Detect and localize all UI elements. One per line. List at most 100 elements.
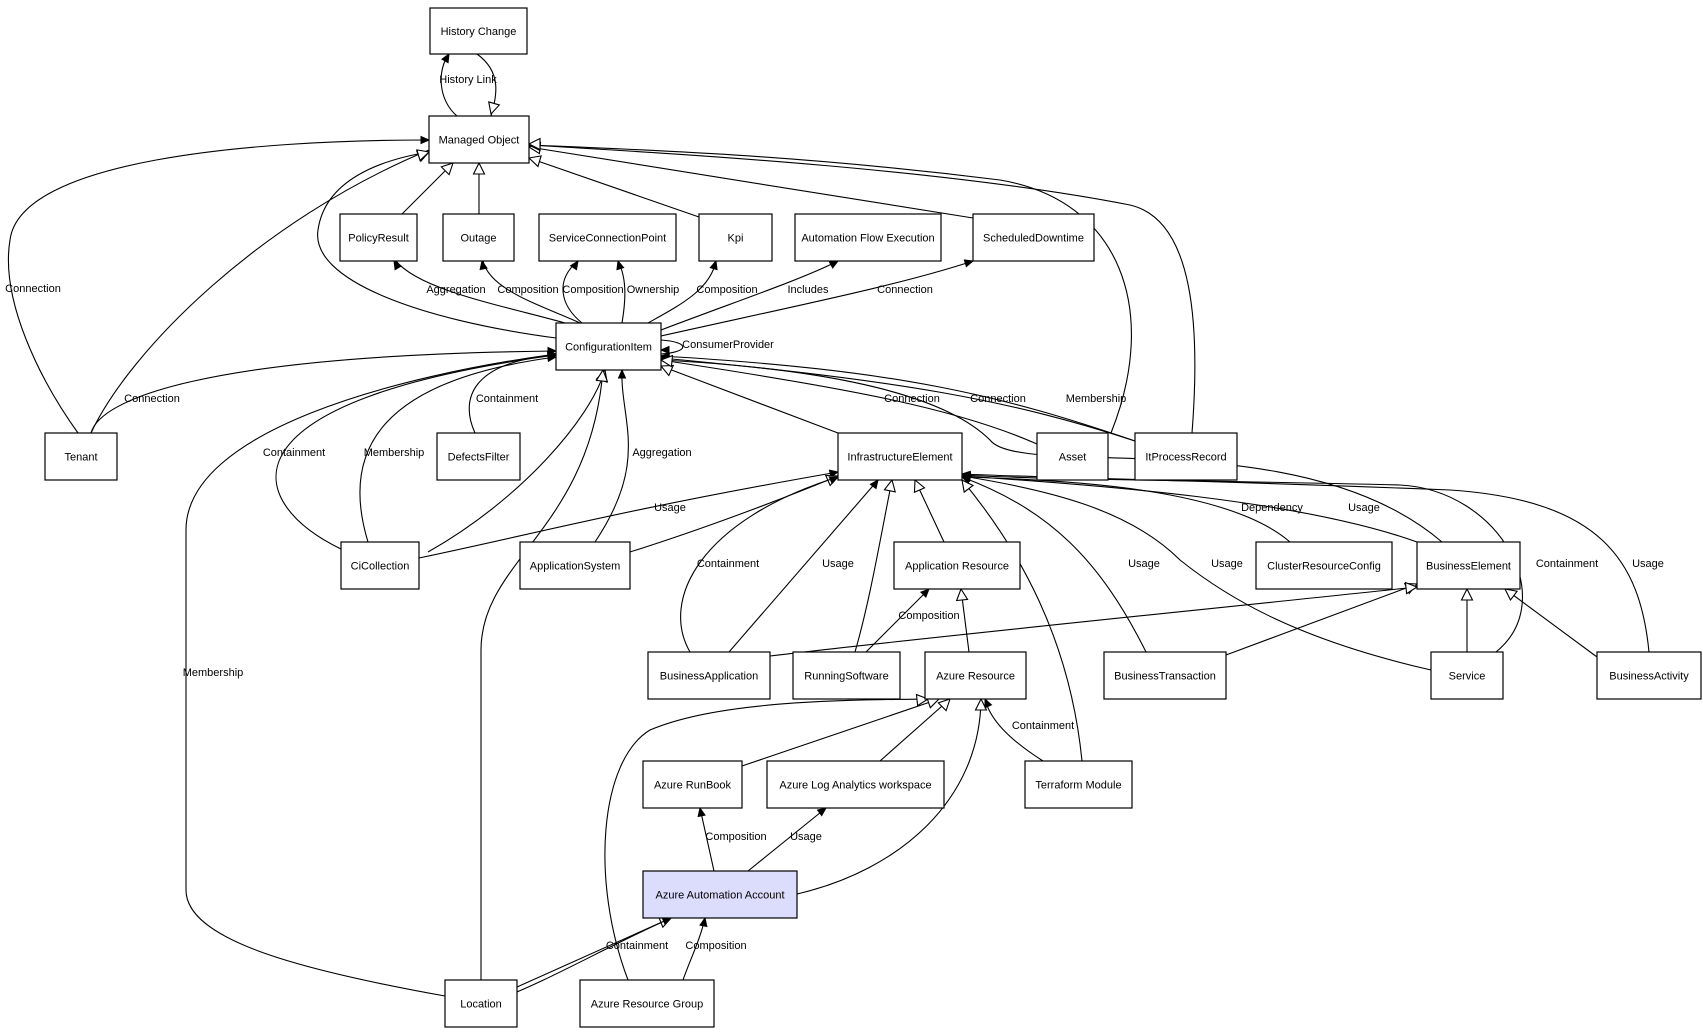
node-label: Outage <box>460 233 496 245</box>
edge-e50 <box>955 587 970 653</box>
class-node-asset[interactable]: Asset <box>1036 432 1109 481</box>
edge-label: Usage <box>822 558 854 570</box>
class-node-scheduled-downtime[interactable]: ScheduledDowntime <box>972 213 1095 262</box>
inheritance-arrowhead <box>527 137 541 151</box>
class-node-business-app[interactable]: BusinessApplication <box>647 651 771 700</box>
class-node-location[interactable]: Location <box>444 979 518 1028</box>
edge-line <box>317 151 557 339</box>
edge-label: Containment <box>1012 720 1074 732</box>
edge-line <box>961 475 1432 671</box>
class-node-log-analytics[interactable]: Azure Log Analytics workspace <box>766 760 945 809</box>
node-label: ServiceConnectionPoint <box>549 233 666 245</box>
node-box <box>442 213 515 262</box>
node-label: Asset <box>1059 452 1087 464</box>
association-arrowhead <box>479 259 488 271</box>
edge-line <box>961 479 1083 762</box>
class-node-itprocess[interactable]: ItProcessRecord <box>1134 432 1238 481</box>
class-node-history-change[interactable]: History Change <box>429 7 528 55</box>
class-node-tenant[interactable]: Tenant <box>44 432 118 481</box>
association-arrowhead <box>616 259 625 271</box>
node-box <box>519 541 631 590</box>
class-node-ci[interactable]: ConfigurationItem <box>555 322 662 371</box>
edge-e03 <box>401 162 454 215</box>
edge-line <box>401 162 454 215</box>
edge-label: Usage <box>1211 558 1243 570</box>
node-box <box>1596 651 1702 700</box>
node-label: History Change <box>441 26 517 38</box>
edge-e41: Dependency <box>960 473 1303 543</box>
edge-line <box>7 139 430 434</box>
class-node-terraform[interactable]: Terraform Module <box>1024 760 1133 809</box>
class-node-azure-resource[interactable]: Azure Resource <box>924 651 1027 700</box>
association-arrowhead <box>984 697 993 709</box>
class-node-running-sw[interactable]: RunningSoftware <box>792 651 901 700</box>
class-node-service[interactable]: Service <box>1430 651 1504 700</box>
node-box <box>698 213 773 262</box>
edge-e61: Composition <box>682 916 747 981</box>
class-node-outage[interactable]: Outage <box>442 213 515 262</box>
class-node-app-resource[interactable]: Application Resource <box>893 541 1021 590</box>
node-label: BusinessElement <box>1426 561 1511 573</box>
edge-label: Composition <box>898 610 959 622</box>
edge-line <box>961 476 1147 653</box>
class-node-crc[interactable]: ClusterResourceConfig <box>1255 541 1393 590</box>
class-node-business-activity[interactable]: BusinessActivity <box>1596 651 1702 700</box>
node-label: Azure Resource <box>936 671 1015 683</box>
edge-e15: Ownership <box>616 259 679 324</box>
inheritance-arrowhead <box>595 368 609 383</box>
class-node-policy-result[interactable]: PolicyResult <box>339 213 418 262</box>
association-arrowhead <box>828 260 840 269</box>
edge-line <box>961 475 1418 543</box>
node-box <box>429 7 528 55</box>
edge-line <box>90 350 557 434</box>
edge-line <box>528 146 974 219</box>
edge-e30 <box>659 354 1443 543</box>
node-label: Azure Log Analytics workspace <box>779 780 931 792</box>
edge-label: Containment <box>697 558 759 570</box>
inheritance-arrowhead <box>488 101 501 116</box>
edge-line <box>660 365 839 434</box>
node-label: Application Resource <box>905 561 1009 573</box>
inheritance-arrowhead <box>915 693 930 707</box>
edge-e52 <box>741 696 941 767</box>
edge-label: Composition <box>696 284 757 296</box>
class-node-kpi[interactable]: Kpi <box>698 213 773 262</box>
edge-e12: Aggregation <box>393 259 566 324</box>
node-box <box>1416 541 1521 590</box>
class-node-cicollection[interactable]: CiCollection <box>340 541 420 590</box>
class-node-automation-account[interactable]: Azure Automation Account <box>642 870 798 919</box>
class-node-afe[interactable]: Automation Flow Execution <box>794 213 942 262</box>
class-node-managed-object[interactable]: Managed Object <box>428 115 530 164</box>
edge-e08: Connection <box>5 135 431 434</box>
class-node-defects-filter[interactable]: DefectsFilter <box>436 432 521 481</box>
association-arrowhead <box>393 259 403 271</box>
node-box <box>579 979 715 1028</box>
edge-line <box>879 698 951 762</box>
class-node-scp[interactable]: ServiceConnectionPoint <box>538 213 677 262</box>
class-node-appsystem[interactable]: ApplicationSystem <box>519 541 631 590</box>
node-label: ConfigurationItem <box>565 342 652 354</box>
edge-label: Composition <box>497 284 558 296</box>
edge-e31: Membership <box>183 350 558 997</box>
edge-line <box>699 807 715 872</box>
edge-e47 <box>769 581 1419 657</box>
edge-label: ConsumerProvider <box>682 339 774 351</box>
edge-e16: Composition <box>647 259 758 324</box>
class-node-runbook[interactable]: Azure RunBook <box>642 760 743 809</box>
edge-e06 <box>527 141 974 219</box>
association-arrowhead <box>617 368 627 379</box>
node-box <box>794 213 942 262</box>
edge-label: Aggregation <box>426 284 485 296</box>
inheritance-arrowhead <box>440 162 454 176</box>
class-node-business-tx[interactable]: BusinessTransaction <box>1103 651 1227 700</box>
association-arrowhead <box>869 479 879 490</box>
class-node-infra[interactable]: InfrastructureElement <box>837 432 963 481</box>
edge-e10 <box>527 137 1196 434</box>
edge-line <box>1225 583 1418 656</box>
edge-label: Connection <box>124 393 180 405</box>
class-node-business-element[interactable]: BusinessElement <box>1416 541 1521 590</box>
node-label: RunningSoftware <box>804 671 888 683</box>
node-box <box>924 651 1027 700</box>
edge-line <box>854 479 893 653</box>
class-node-resource-group[interactable]: Azure Resource Group <box>579 979 715 1028</box>
